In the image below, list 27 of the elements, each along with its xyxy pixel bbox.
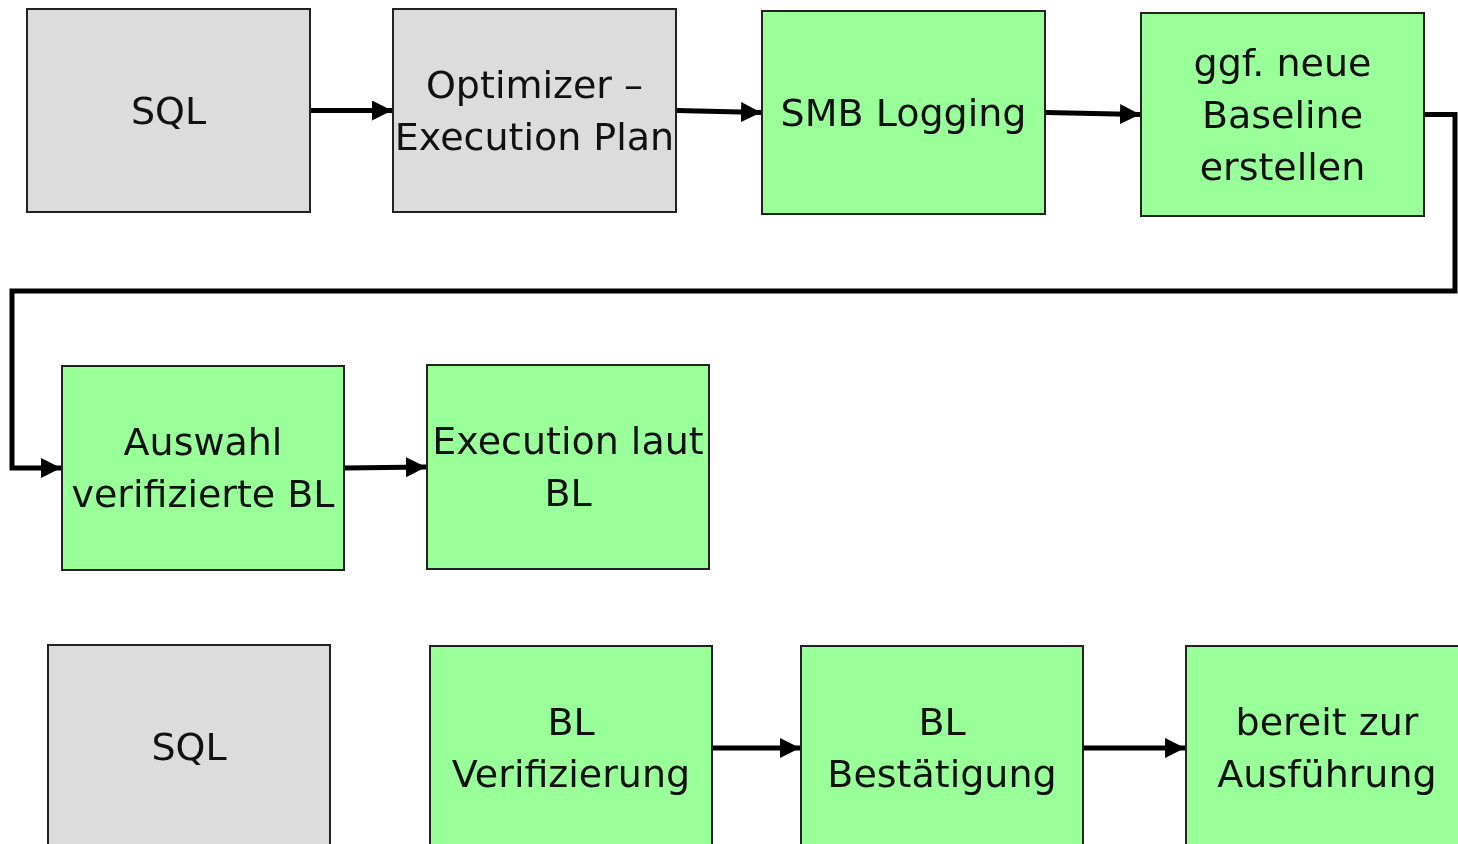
box-label: BL Bestätigung: [826, 699, 1058, 798]
box-label: Optimizer – Execution Plan: [394, 61, 675, 161]
process-box: [1140, 12, 1425, 217]
box-label: Auswahl verifizierte BL: [70, 419, 336, 518]
process-box: [61, 365, 345, 571]
process-box: [26, 8, 311, 213]
box-label: SMB Logging: [780, 89, 1027, 137]
process-box: [761, 10, 1046, 215]
arrow: [713, 738, 800, 758]
box-label: Execution laut BL: [431, 418, 705, 517]
process-box: [392, 8, 677, 213]
arrow: [1045, 104, 1141, 125]
process-box: [47, 644, 331, 844]
arrow: [311, 100, 392, 121]
process-box: [1185, 645, 1458, 844]
box-label: BL Verifizierung: [450, 699, 692, 798]
arrow: [676, 102, 762, 122]
box-label: SQL: [130, 87, 207, 135]
arrow: [9, 112, 1458, 478]
box-label: SQL: [151, 724, 227, 771]
process-box: [800, 645, 1084, 844]
box-label: bereit zur Ausführung: [1216, 699, 1438, 798]
arrow: [1084, 738, 1185, 758]
process-box: [429, 645, 713, 844]
box-label: ggf. neue Baseline erstellen: [1192, 39, 1373, 191]
arrow: [344, 457, 427, 478]
process-box: [426, 364, 710, 570]
